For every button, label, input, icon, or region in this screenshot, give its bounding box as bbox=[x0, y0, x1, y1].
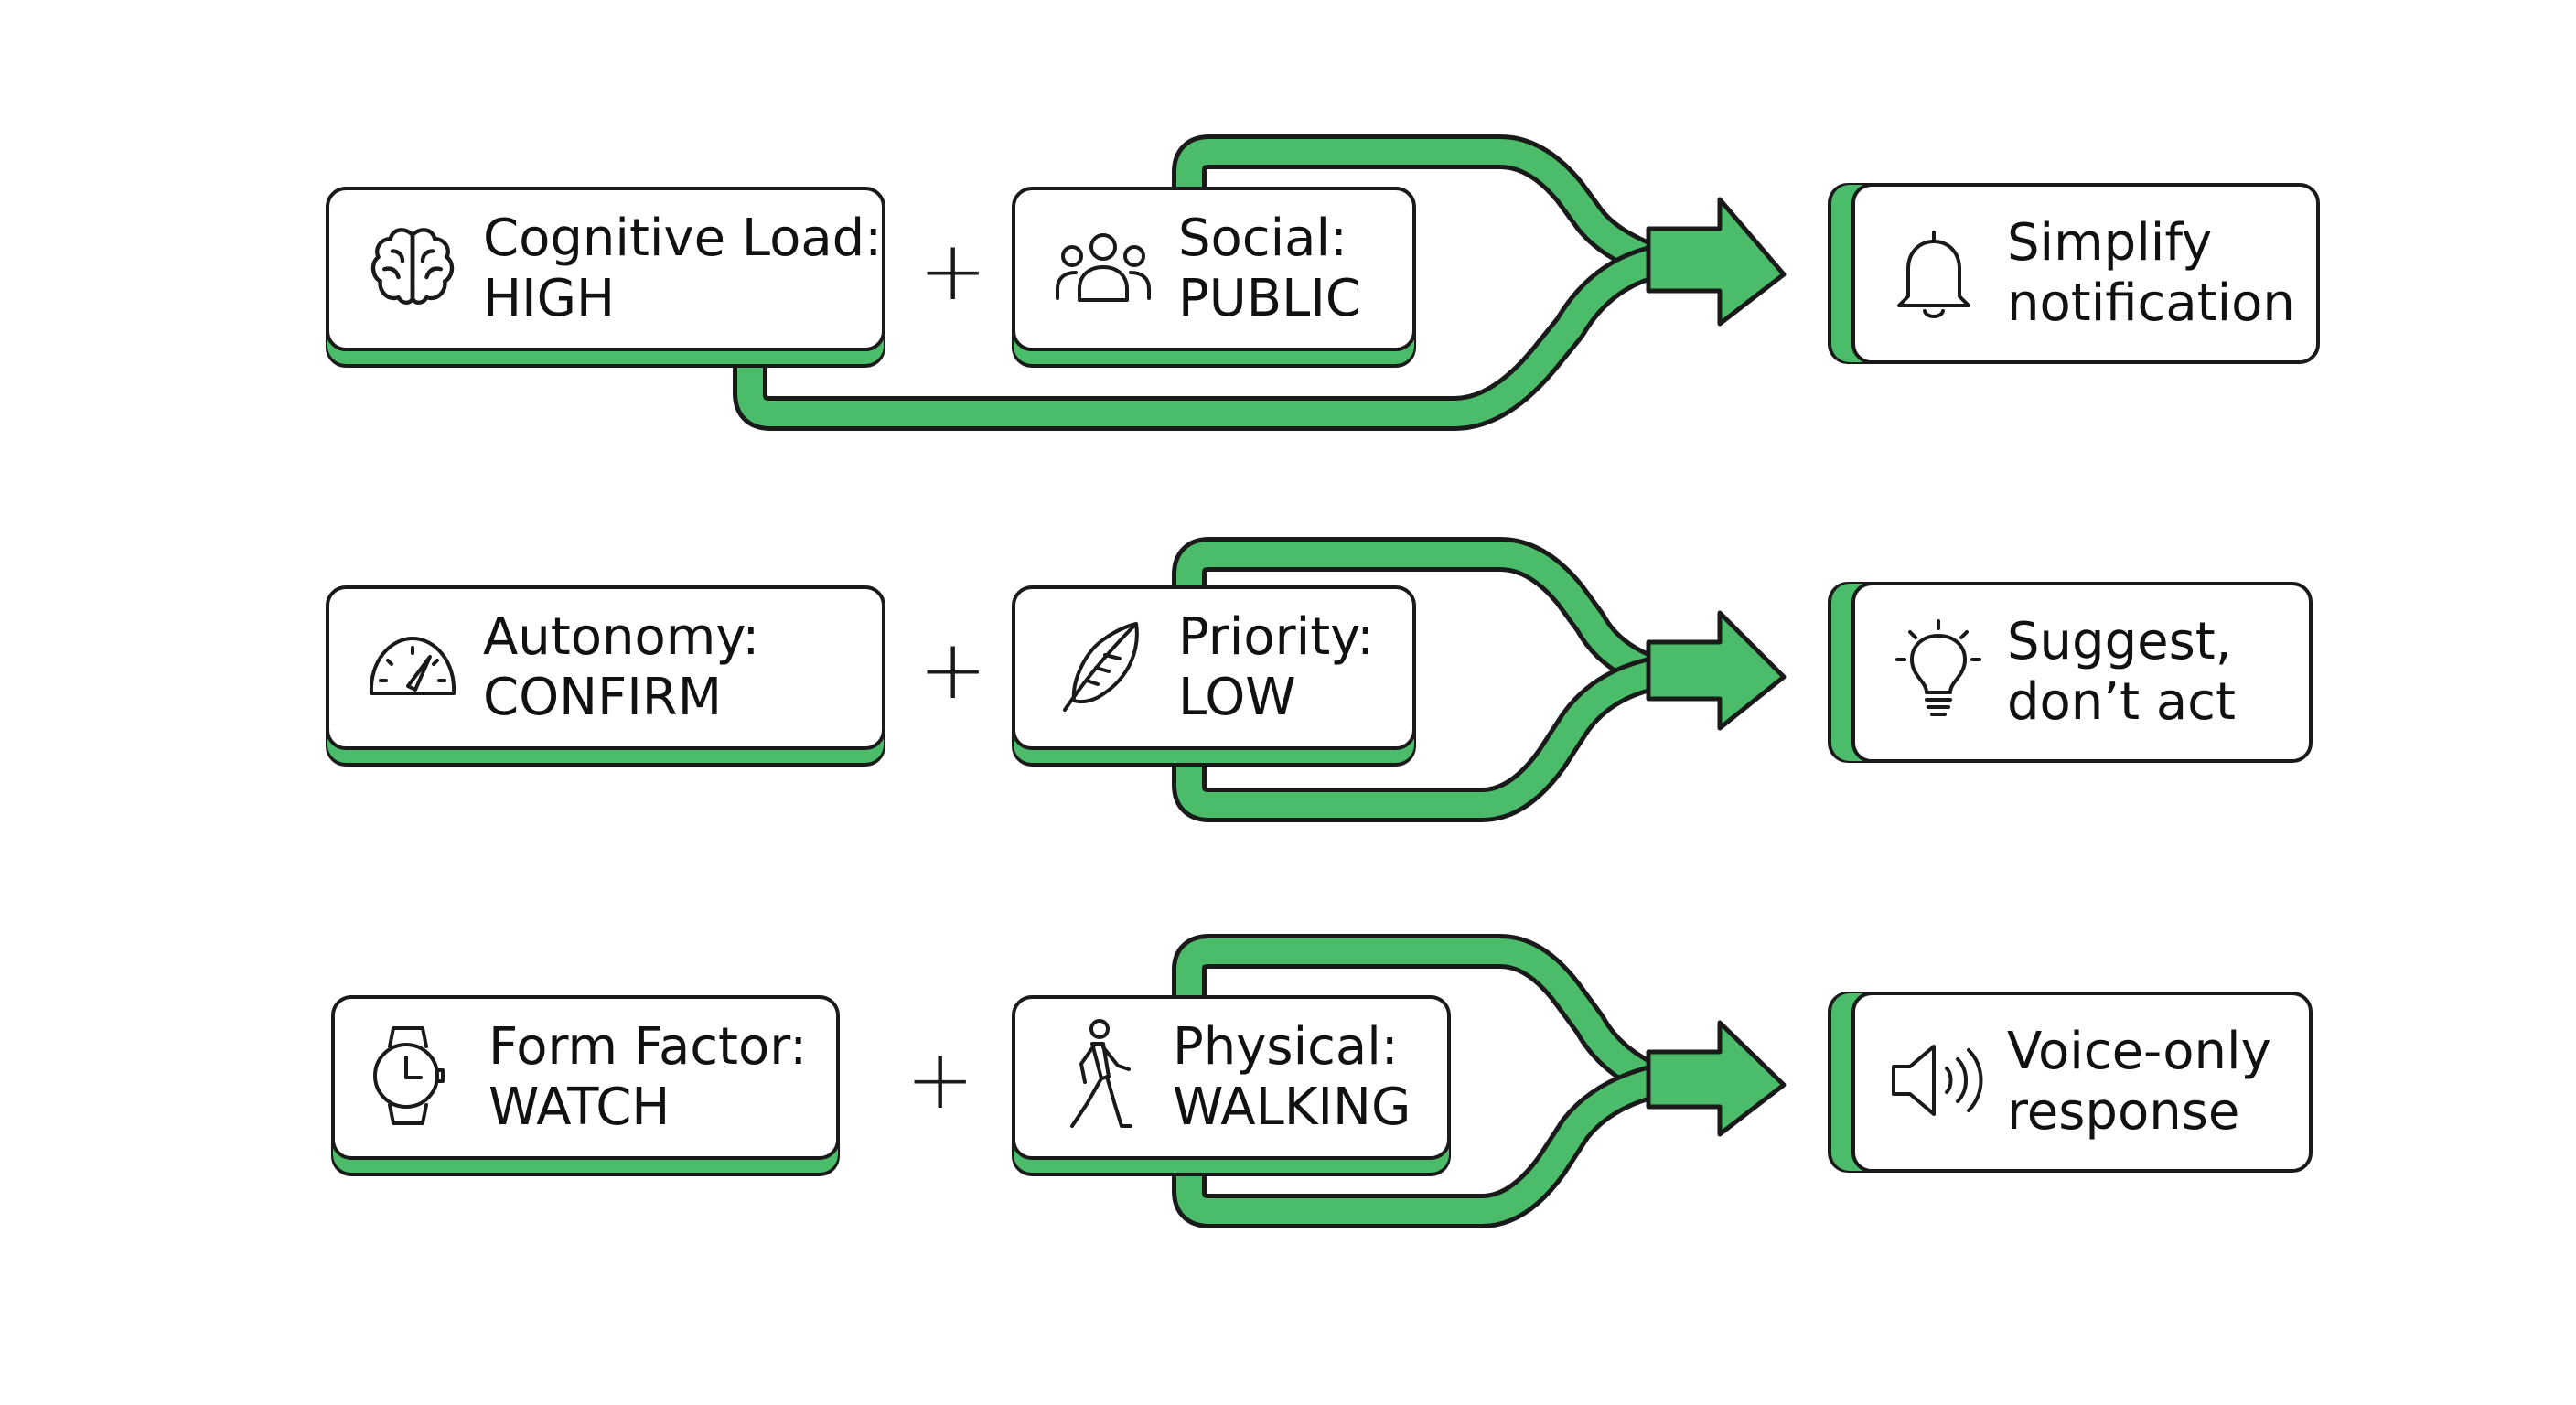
factor-card-autonomy: Autonomy: CONFIRM bbox=[326, 585, 886, 750]
factor-name: Autonomy: bbox=[483, 607, 760, 667]
factor-value: LOW bbox=[1178, 668, 1296, 727]
result-card-voice-only-response: Voice-only response bbox=[1852, 992, 2313, 1173]
factor-name: Physical: bbox=[1173, 1017, 1399, 1077]
result-line-1: Simplify bbox=[2007, 213, 2213, 273]
factor-label: Physical: WALKING bbox=[1173, 1017, 1411, 1138]
row2-merge-arrow bbox=[1172, 537, 1787, 822]
result-card-suggest-dont-act: Suggest, don’t act bbox=[1852, 582, 2313, 763]
walking-icon bbox=[1048, 1016, 1140, 1139]
factor-name: Priority: bbox=[1178, 607, 1375, 667]
result-line-1: Voice-only bbox=[2007, 1022, 2271, 1081]
speaker-icon bbox=[1888, 1039, 1989, 1125]
factor-name: Cognitive Load: bbox=[483, 209, 883, 268]
factor-label: Priority: LOW bbox=[1178, 607, 1374, 728]
row3-merge-arrow bbox=[1172, 934, 1787, 1228]
lightbulb-icon bbox=[1888, 616, 1989, 729]
factor-label: Form Factor: WATCH bbox=[488, 1017, 807, 1138]
row1-merge-arrow bbox=[733, 134, 1787, 431]
result-label: Simplify notification bbox=[2007, 213, 2295, 334]
result-line-2: response bbox=[2007, 1082, 2240, 1142]
factor-name: Form Factor: bbox=[488, 1017, 808, 1077]
factor-label: Autonomy: CONFIRM bbox=[483, 607, 759, 728]
result-label: Suggest, don’t act bbox=[2007, 612, 2236, 733]
plus-operator: + bbox=[918, 622, 988, 718]
bell-icon bbox=[1888, 221, 1980, 326]
result-line-2: notification bbox=[2007, 273, 2295, 333]
factor-value: WATCH bbox=[488, 1078, 671, 1137]
factor-name: Social: bbox=[1178, 209, 1347, 268]
factor-card-physical: Physical: WALKING bbox=[1012, 995, 1451, 1160]
factor-label: Social: PUBLIC bbox=[1178, 209, 1361, 329]
gauge-icon bbox=[362, 620, 463, 715]
factor-label: Cognitive Load: HIGH bbox=[483, 209, 882, 329]
factor-card-cognitive-load: Cognitive Load: HIGH bbox=[326, 187, 886, 351]
factor-card-form-factor: Form Factor: WATCH bbox=[331, 995, 840, 1160]
factor-card-priority: Priority: LOW bbox=[1012, 585, 1416, 750]
people-icon bbox=[1048, 221, 1158, 316]
factor-value: HIGH bbox=[483, 269, 616, 328]
result-line-1: Suggest, bbox=[2007, 612, 2232, 671]
factor-value: PUBLIC bbox=[1178, 269, 1361, 328]
feather-icon bbox=[1048, 611, 1149, 724]
result-card-simplify-notification: Simplify notification bbox=[1852, 183, 2320, 364]
factor-value: WALKING bbox=[1173, 1078, 1411, 1137]
brain-icon bbox=[362, 217, 463, 321]
watch-icon bbox=[362, 1021, 454, 1134]
factor-card-social: Social: PUBLIC bbox=[1012, 187, 1416, 351]
result-line-2: don’t act bbox=[2007, 672, 2236, 732]
plus-operator: + bbox=[918, 223, 988, 319]
result-label: Voice-only response bbox=[2007, 1022, 2271, 1142]
plus-operator: + bbox=[906, 1032, 975, 1128]
factor-value: CONFIRM bbox=[483, 668, 723, 727]
